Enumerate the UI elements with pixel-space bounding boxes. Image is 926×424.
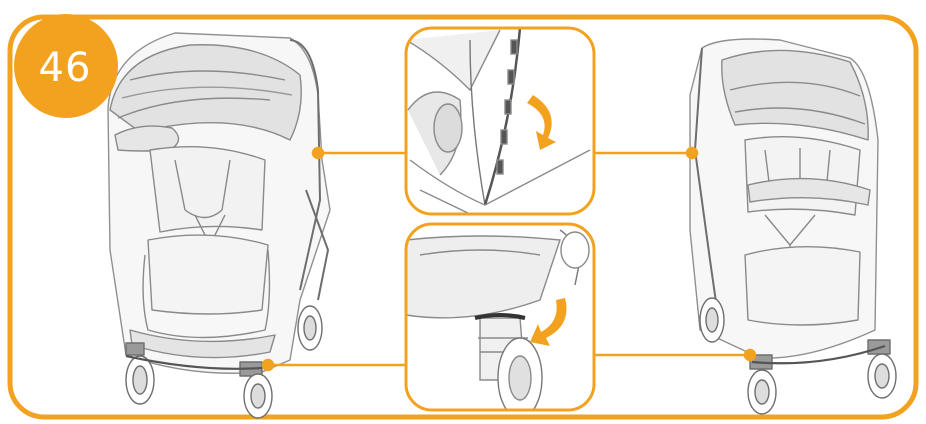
detail-elastic-panel: [406, 224, 594, 418]
stroller-front-view: [108, 33, 330, 418]
detail-zipper-panel: [406, 28, 594, 214]
step-number: 46: [26, 44, 104, 92]
stroller-rear-view: [690, 39, 896, 414]
